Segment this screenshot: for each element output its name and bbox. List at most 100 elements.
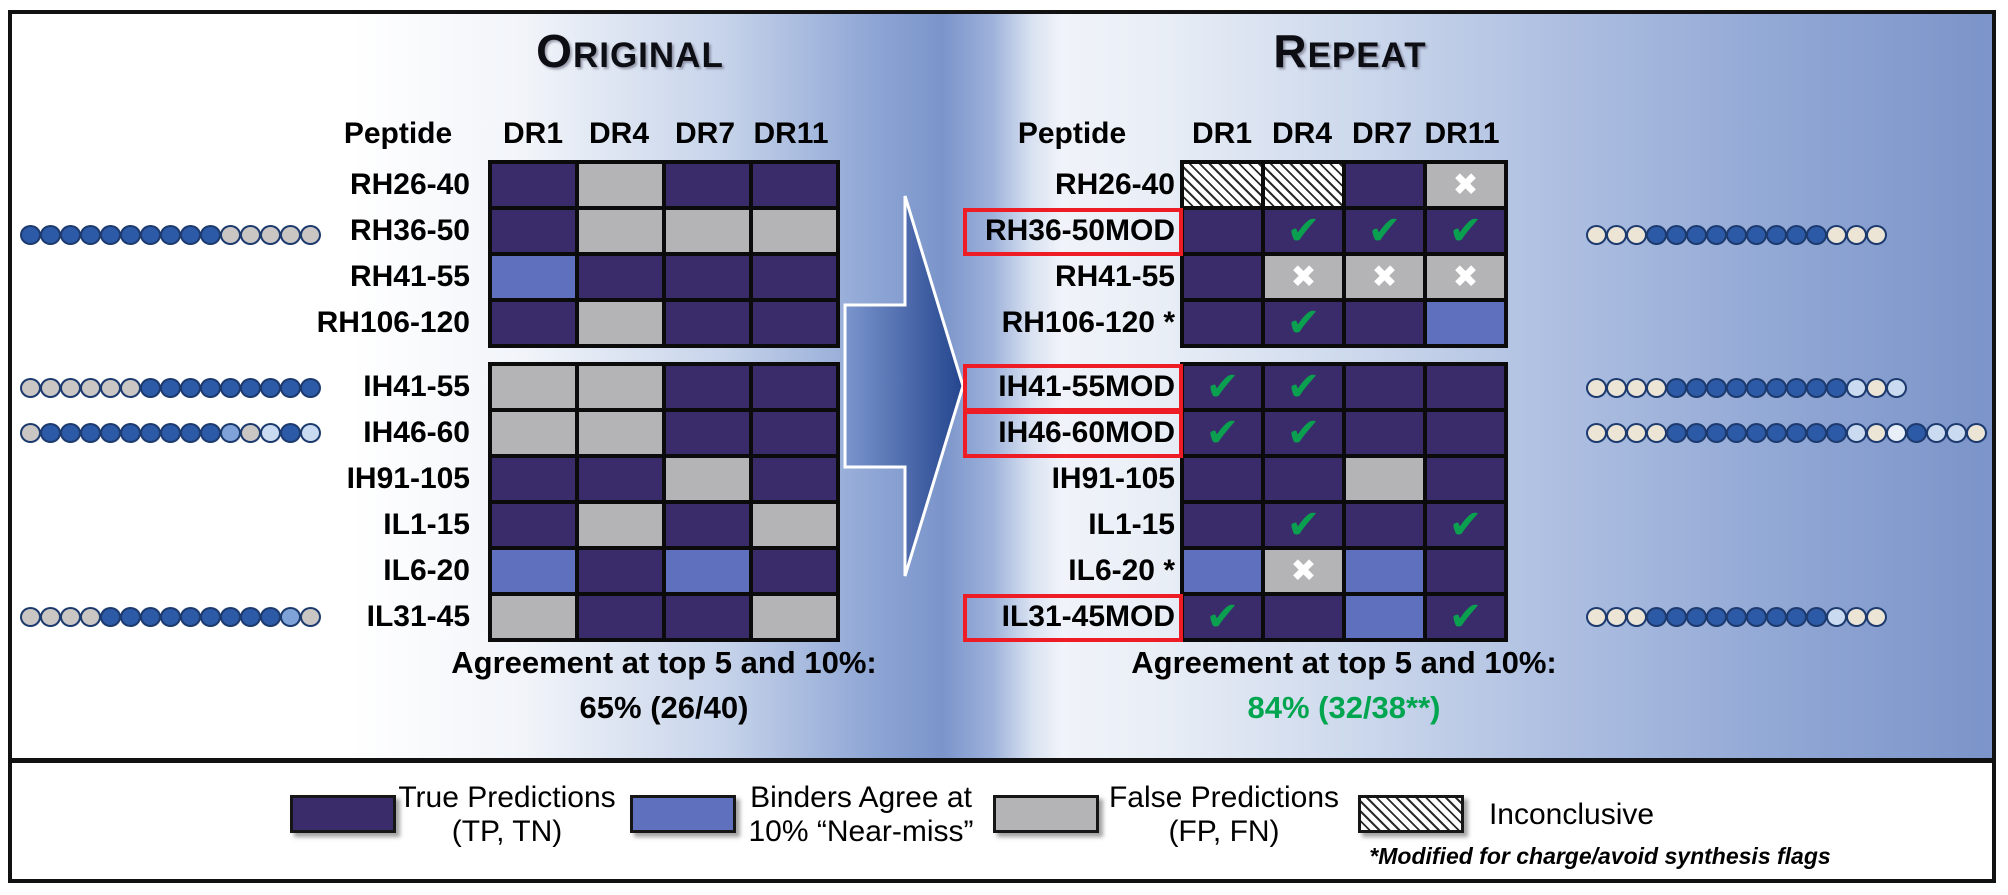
bead-blue bbox=[1666, 607, 1687, 627]
cell-RH106-120-DR4 bbox=[579, 302, 662, 344]
cell-RH41-55-DR7: ✖ bbox=[1346, 256, 1423, 298]
bead-cream bbox=[1626, 423, 1647, 443]
bead-paleblue bbox=[1846, 378, 1867, 398]
cell-RH41-55-DR11 bbox=[753, 256, 836, 298]
bead-blue bbox=[180, 607, 201, 627]
title-text: R bbox=[1273, 25, 1308, 77]
cell-IH41-55MOD-DR1: ✔ bbox=[1184, 364, 1261, 410]
agreement-value: 65% (26/40) bbox=[579, 690, 749, 725]
bead-gray bbox=[100, 378, 121, 398]
peptide-row-label: IL6-20 * bbox=[1068, 554, 1175, 587]
x-icon: ✖ bbox=[1290, 259, 1317, 295]
legend-label-false: False Predictions(FP, FN) bbox=[1099, 776, 1349, 854]
peptide-row-label: IL1-15 bbox=[383, 508, 470, 541]
bead-chain-ih41-55mod bbox=[1586, 378, 1907, 398]
cell-IL6-20-DR11 bbox=[753, 550, 836, 592]
bead-blue bbox=[1826, 423, 1847, 443]
cell-IL6-20-DR11 bbox=[1427, 550, 1504, 592]
bead-blue bbox=[40, 423, 61, 443]
bead-gray bbox=[260, 225, 281, 245]
bead-blue bbox=[1686, 607, 1707, 627]
bead-blue bbox=[60, 423, 81, 443]
cell-IL31-45-DR11 bbox=[753, 596, 836, 638]
cell-IH91-105-DR4 bbox=[1265, 458, 1342, 500]
bead-cream bbox=[1626, 378, 1647, 398]
bead-paleblue bbox=[300, 423, 321, 443]
bead-blue bbox=[1666, 423, 1687, 443]
cell-IH41-55MOD-DR7 bbox=[1346, 366, 1423, 408]
cell-RH36-50-DR7 bbox=[666, 210, 749, 252]
bead-chain-il31-45mod bbox=[1586, 607, 1887, 627]
legend-label-line: (TP, TN) bbox=[451, 815, 563, 848]
cell-IL31-45MOD-DR7 bbox=[1346, 596, 1423, 638]
cell-IH91-105-DR7 bbox=[1346, 458, 1423, 500]
bead-blue bbox=[1766, 378, 1787, 398]
cell-IL6-20-DR4: ✖ bbox=[1265, 550, 1342, 592]
cell-RH36-50-DR4 bbox=[579, 210, 662, 252]
cell-IH91-105-DR11 bbox=[753, 458, 836, 500]
legend-swatch-inconclusive bbox=[1358, 795, 1464, 833]
cell-IL1-15-DR4 bbox=[579, 504, 662, 546]
cell-IL1-15-DR4: ✔ bbox=[1265, 502, 1342, 548]
cell-IL31-45-DR7 bbox=[666, 596, 749, 638]
bead-blue bbox=[220, 378, 241, 398]
legend-swatch-false bbox=[993, 795, 1099, 833]
title-text: O bbox=[536, 25, 573, 77]
agreement-label: Agreement at top 5 and 10%: bbox=[451, 645, 877, 680]
peptide-row-label: IH91-105 bbox=[1051, 462, 1175, 495]
bead-blue bbox=[160, 225, 181, 245]
cell-RH41-55-DR1 bbox=[1184, 256, 1261, 298]
column-header-dr7: DR7 bbox=[1351, 117, 1412, 150]
bead-gray bbox=[60, 378, 81, 398]
bead-blue bbox=[1766, 607, 1787, 627]
bead-blue bbox=[80, 225, 101, 245]
bead-blue bbox=[120, 607, 141, 627]
peptide-row-label: RH106-120 bbox=[316, 306, 470, 339]
bead-blue bbox=[140, 607, 161, 627]
check-icon: ✔ bbox=[1205, 364, 1240, 410]
bead-paleblue bbox=[1886, 378, 1907, 398]
bead-cream bbox=[1866, 378, 1887, 398]
title-repeat: REPEAT bbox=[1180, 24, 1520, 78]
bead-gray bbox=[220, 225, 241, 245]
bead-blue bbox=[1646, 225, 1667, 245]
bead-gray bbox=[80, 607, 101, 627]
cell-RH41-55-DR7 bbox=[666, 256, 749, 298]
check-icon: ✔ bbox=[1448, 594, 1483, 640]
legend-label-true: True Predictions(TP, TN) bbox=[392, 776, 622, 854]
peptide-row-label: IH41-55 bbox=[363, 370, 470, 403]
bead-chain-rh36-50mod bbox=[1586, 225, 1887, 245]
cell-RH26-40-DR11 bbox=[753, 164, 836, 206]
bead-blue bbox=[240, 378, 261, 398]
bead-blue bbox=[40, 225, 61, 245]
bead-blue bbox=[1726, 423, 1747, 443]
bead-blue bbox=[280, 423, 301, 443]
cell-IL31-45-DR4 bbox=[579, 596, 662, 638]
bead-gray bbox=[20, 423, 41, 443]
prediction-grid-original-2 bbox=[488, 362, 840, 642]
bead-blue bbox=[1806, 378, 1827, 398]
bead-blue bbox=[140, 423, 161, 443]
bead-cream bbox=[1846, 607, 1867, 627]
bead-blue bbox=[200, 378, 221, 398]
cell-IL31-45-DR1 bbox=[492, 596, 575, 638]
modified-peptide-highlight-box bbox=[963, 410, 1183, 458]
bead-gray bbox=[120, 378, 141, 398]
bead-lightblue bbox=[280, 607, 301, 627]
bead-blue bbox=[200, 607, 221, 627]
column-header-dr11: DR11 bbox=[1424, 117, 1500, 150]
cell-IH46-60MOD-DR1: ✔ bbox=[1184, 410, 1261, 456]
cell-IL1-15-DR1 bbox=[492, 504, 575, 546]
bead-blue bbox=[1786, 378, 1807, 398]
bead-blue bbox=[1646, 607, 1667, 627]
bead-cream bbox=[1826, 225, 1847, 245]
bead-cream bbox=[1626, 225, 1647, 245]
bead-gray bbox=[240, 225, 261, 245]
bead-blue bbox=[1666, 378, 1687, 398]
bead-gray bbox=[40, 607, 61, 627]
peptide-row-label: IH91-105 bbox=[346, 462, 470, 495]
bead-cream bbox=[1626, 607, 1647, 627]
peptide-row-label: IH46-60MOD bbox=[998, 416, 1175, 449]
column-header-peptide: Peptide bbox=[1017, 117, 1127, 150]
bead-blue bbox=[1706, 378, 1727, 398]
